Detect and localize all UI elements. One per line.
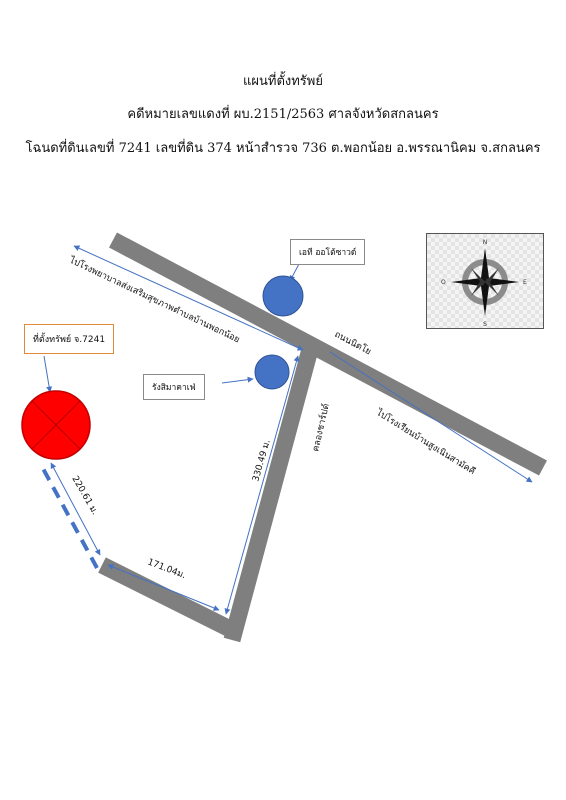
property-callout-arrow [43, 355, 53, 393]
compass-south: S [483, 321, 487, 328]
distance-arrow-2 [107, 564, 220, 611]
distance-label-3: 220.61 ม. [69, 475, 99, 517]
cafe-marker [254, 354, 290, 390]
side-road-label: คลองชาร์ปด์ [309, 402, 332, 452]
case-number-line: คดีหมายเลขแดงที่ ผบ.2151/2563 ศาลจังหวัด… [127, 107, 439, 122]
compass-north: N [483, 239, 488, 246]
cafe-callout: รังสิมาคาเฟ่ [143, 374, 205, 400]
compass-east: E [523, 279, 527, 286]
distance-arrow-3 [50, 462, 101, 556]
cafe-callout-arrow [221, 376, 254, 384]
compass-west: O [441, 279, 446, 286]
compass-box: N S E O [426, 233, 544, 329]
property-cross-2 [31, 400, 81, 450]
dashed-access-path [38, 462, 99, 569]
map-title: แผนที่ตั้งทรัพย์ [243, 74, 323, 89]
distance-arrow-1 [224, 355, 300, 615]
school-direction-arrow [329, 351, 533, 483]
property-callout: ที่ตั้งทรัพย์ จ.7241 [24, 324, 115, 354]
gas-station-callout: เอที ออโต้ซาวด์ [290, 239, 366, 265]
deed-info-line: โฉนดที่ดินเลขที่ 7241 เลขที่ดิน 374 หน้า… [25, 141, 541, 156]
distance-label-2: 171.04ม. [146, 557, 187, 581]
compass-rose-icon: N S E O [427, 234, 543, 328]
hospital-direction-arrow [73, 245, 304, 351]
gas-station-marker [262, 275, 304, 317]
